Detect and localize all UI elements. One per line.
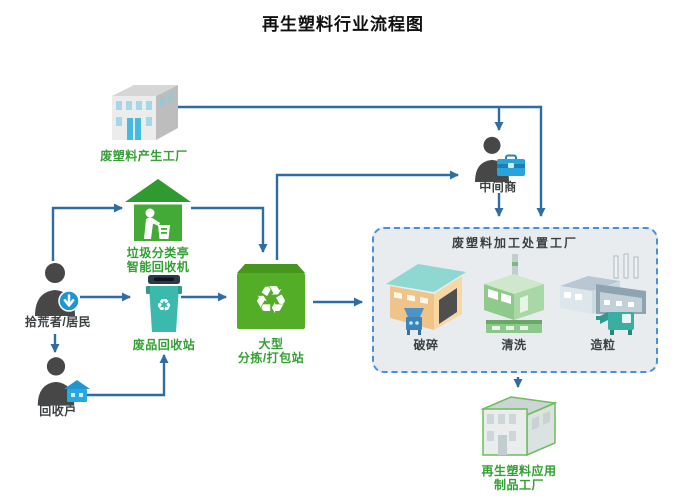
briefcase-icon — [497, 154, 525, 176]
smart-kiosk-label-line2: 智能回收机 — [126, 260, 190, 274]
step-washing: 清洗 — [472, 252, 556, 352]
middleman-label: 中间商 — [479, 180, 517, 194]
trash-bin-icon: ♻ — [146, 275, 182, 332]
node-middleman: 中间商 — [460, 136, 536, 194]
waste-station-label: 废品回收站 — [132, 338, 196, 352]
factory-icon — [112, 85, 178, 140]
house-badge-icon — [64, 380, 90, 402]
node-recycler-household: 回收户 — [15, 356, 101, 418]
step-pelletizing-label: 造粒 — [590, 338, 616, 352]
product-factory-label-line1: 再生塑料应用 — [481, 464, 557, 478]
person-icon — [37, 357, 75, 406]
recycler-household-label: 回收户 — [39, 404, 77, 418]
page-title: 再生塑料行业流程图 — [262, 15, 424, 34]
down-arrow-badge-icon — [58, 290, 80, 312]
sorting-station-label-line1: 大型 — [258, 337, 284, 351]
recycle-box-icon: ♻ — [237, 264, 305, 329]
washing-plant-icon — [484, 254, 544, 333]
recycling-kiosk-icon — [125, 179, 191, 241]
step-washing-label: 清洗 — [501, 338, 527, 352]
recycle-symbol: ♻ — [156, 296, 171, 315]
source-factory-label: 废塑料产生工厂 — [100, 149, 188, 163]
product-factory-label-line2: 制品工厂 — [493, 478, 544, 492]
arrow-scavenger-to-kiosk — [51, 203, 123, 261]
recycle-symbol: ♻ — [254, 280, 288, 322]
arrow-recycler-household-to-waste-station — [85, 354, 169, 397]
processing-plant-box: 废塑料加工处置工厂 破碎 — [372, 227, 658, 373]
node-smart-kiosk: 垃圾分类亭 智能回收机 — [118, 177, 198, 274]
smart-kiosk-label-line1: 垃圾分类亭 — [126, 246, 190, 260]
node-product-factory: 再生塑料应用 制品工厂 — [462, 391, 576, 492]
step-pelletizing: 造粒 — [556, 252, 650, 352]
arrow-source-factory-to-processing-plant — [172, 105, 546, 217]
sorting-station-label-line2: 分拣/打包站 — [237, 351, 305, 365]
crushing-plant-icon — [386, 264, 466, 335]
arrow-sorting-station-to-middleman — [275, 170, 459, 260]
step-crushing-label: 破碎 — [413, 338, 439, 352]
node-sorting-station: ♻ 大型 分拣/打包站 — [224, 260, 318, 365]
processing-plant-label: 废塑料加工处置工厂 — [451, 236, 578, 250]
arrow-kiosk-to-sorting-station — [191, 206, 268, 253]
pelletizing-plant-icon — [560, 253, 646, 335]
product-factory-icon — [480, 396, 558, 457]
step-crushing: 破碎 — [380, 252, 472, 352]
node-scavenger: 拾荒者/居民 — [10, 262, 106, 329]
scavenger-label: 拾荒者/居民 — [24, 315, 92, 329]
node-source-factory: 废塑料产生工厂 — [92, 76, 196, 163]
node-waste-station: ♻ 废品回收站 — [114, 273, 214, 352]
